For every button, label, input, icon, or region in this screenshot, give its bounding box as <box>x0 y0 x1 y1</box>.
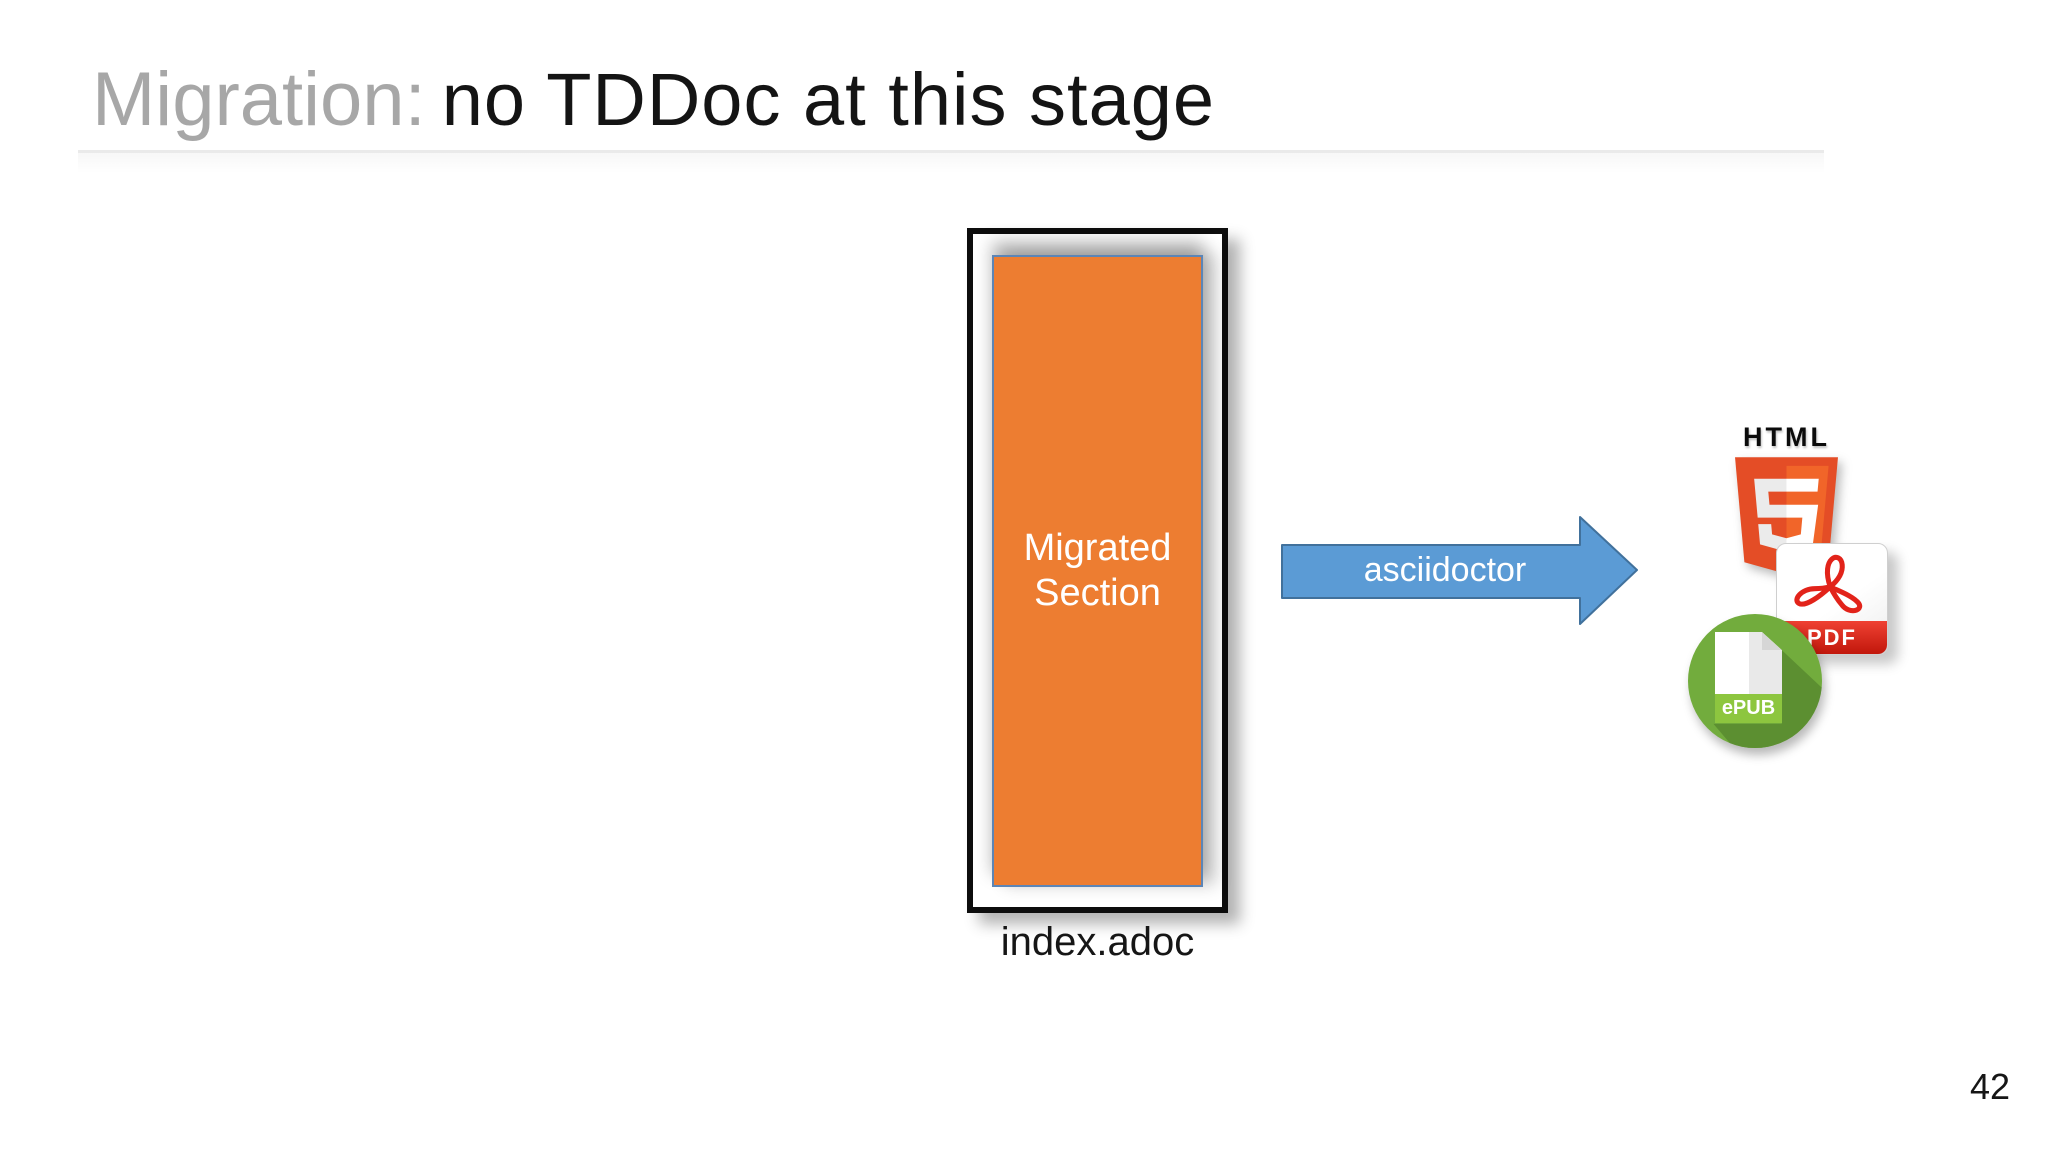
asciidoctor-arrow: asciidoctor <box>1280 512 1640 628</box>
title-main: no TDDoc at this stage <box>441 58 1216 141</box>
title-underline <box>78 150 1824 153</box>
asciidoctor-arrow-label: asciidoctor <box>1363 551 1527 589</box>
title-prefix: Migration: <box>92 57 426 142</box>
slide-title: Migration:no TDDoc at this stage <box>92 60 1215 161</box>
index-adoc-caption: index.adoc <box>1000 920 1195 964</box>
acrobat-loop-icon <box>1794 554 1863 614</box>
pdf-label: PDF <box>1807 624 1857 650</box>
html5-wordmark: HTML <box>1743 422 1830 452</box>
epub-folded-corner <box>1761 632 1782 651</box>
migrated-section-box: Migrated Section <box>992 255 1203 887</box>
epub-band: ePUB <box>1715 694 1782 723</box>
migrated-section-label: Migrated Section <box>1023 527 1172 614</box>
epub-document-icon: ePUB <box>1715 632 1782 723</box>
epub-label: ePUB <box>1721 697 1776 719</box>
title-underline-glow <box>78 153 1824 173</box>
right-arrow-icon <box>1281 516 1638 625</box>
epub-file-icon: ePUB <box>1688 614 1822 748</box>
page-number: 42 <box>1969 1066 2010 1107</box>
